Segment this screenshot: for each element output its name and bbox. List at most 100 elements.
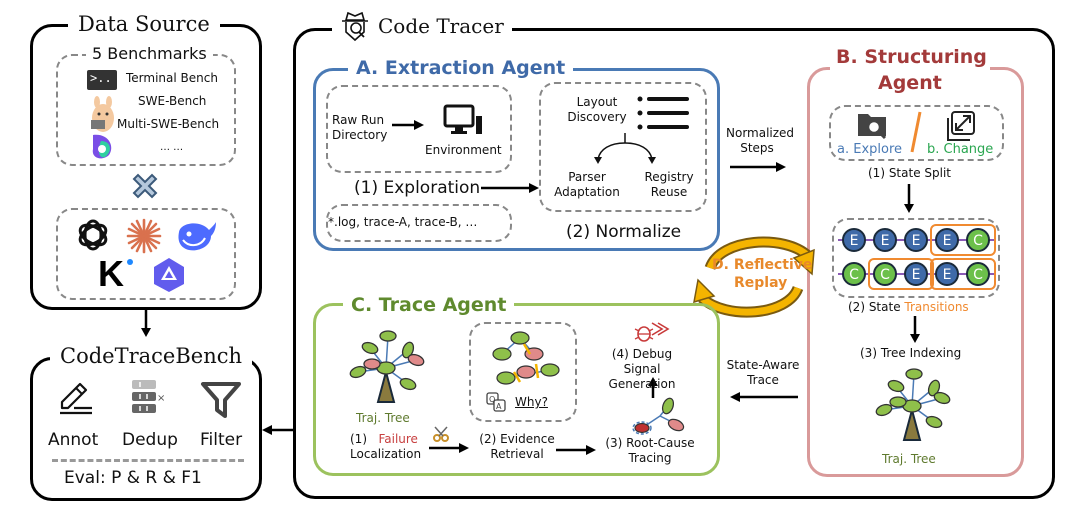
normalize-box [539, 82, 707, 212]
state-split-box [829, 105, 1004, 161]
state-transitions-prefix: (2) State [848, 300, 905, 314]
exploration-box [326, 85, 512, 173]
evidence-node [516, 365, 536, 379]
normalized-steps-label: Normalized Steps [726, 126, 795, 155]
registry-reuse: Registry Reuse [644, 170, 694, 199]
evidence-node [496, 371, 516, 385]
arrow-step3-to-step4 [648, 377, 658, 398]
trace-agent-box [313, 303, 720, 476]
code-tracer-title-bg [332, 12, 512, 42]
detective-icon [342, 11, 368, 42]
tree-node [927, 379, 941, 397]
tree-trunk [376, 368, 396, 403]
arrow-split-to-transitions [904, 184, 914, 213]
traj-tree-label-c: Traj. Tree [356, 411, 410, 425]
reflective-replay-line1: D. Reflective [712, 257, 813, 273]
structuring-agent-title-1: B. Structuring [836, 46, 987, 68]
state-transitions-label: (2) State Transitions [848, 300, 969, 315]
bug-signal-icon [634, 322, 670, 342]
llama-mascot-icon [91, 96, 114, 132]
evidence-node [540, 363, 560, 377]
explore-state-node [904, 228, 928, 252]
tree-node [905, 368, 923, 380]
tree-node [361, 341, 379, 355]
scissors-icon [433, 426, 449, 442]
traj-tree-label-b: Traj. Tree [882, 452, 936, 466]
change-state-node [966, 228, 990, 252]
branch-arrows [594, 133, 656, 164]
state-split-label: (1) State Split [868, 166, 951, 180]
filter-icon [201, 382, 241, 418]
evidence-node [510, 331, 530, 345]
kimi-logo-icon: K [98, 253, 134, 294]
evidence-branches [492, 331, 560, 385]
evidence-cut-mark [522, 343, 532, 355]
why-label: Why? [515, 395, 548, 409]
codetracebench-title: CodeTraceBench [50, 344, 253, 368]
terminal-icon: >.. [87, 70, 117, 90]
reflective-replay-line2: Replay [734, 275, 788, 291]
tree-node [875, 403, 893, 417]
folder-search-icon [858, 114, 887, 140]
tree-node [401, 341, 415, 359]
code-tracer-frame [293, 28, 1055, 499]
extraction-agent-title: A. Extraction Agent [348, 57, 574, 79]
tree-indexing-label: (3) Tree Indexing [860, 346, 962, 360]
state-node-label: C [973, 233, 983, 249]
traj-tree-icon-failure [349, 330, 425, 403]
benchmarks-title: 5 Benchmarks [86, 44, 213, 63]
divider-slash [910, 111, 922, 153]
arrow-to-codetracebench [262, 425, 296, 435]
benchmark-swe-bench: SWE-Bench [138, 94, 207, 108]
benchmark-more: … … [160, 142, 184, 153]
layout-discovery: Layout Discovery [567, 95, 627, 124]
tree-node [363, 358, 381, 370]
trace-agent-title: C. Trace Agent [343, 294, 515, 316]
evidence-cut-mark [512, 371, 522, 383]
explore-state-node [935, 262, 959, 286]
raw-run-directory: Raw Run Directory [332, 113, 388, 142]
tree-trunk [902, 406, 922, 441]
step2-evidence-retrieval: (2) Evidence Retrieval [479, 432, 555, 461]
step3-root-cause-tracing: (3) Root-Cause Tracing [605, 436, 695, 465]
environment-label: Environment [425, 143, 502, 157]
arrow-normalized-steps [730, 162, 786, 172]
state-node-label: E [850, 233, 859, 249]
step1-num: (1) [350, 432, 367, 446]
tool-filter: Filter [200, 430, 243, 450]
traj-tree-icon [875, 368, 951, 441]
list-icon [637, 96, 689, 130]
tree-node [379, 330, 397, 342]
change-state-node [966, 262, 990, 286]
logs-label: *.log, trace-A, trace-B, … [328, 215, 478, 229]
svg-text:Q: Q [489, 395, 495, 404]
state-node-label: E [912, 233, 921, 249]
openai-logo-icon [78, 219, 108, 251]
arrow-step2-to-step3 [556, 445, 596, 455]
svg-text:A: A [496, 402, 502, 411]
step1-localization: (1) Failure Localization [350, 432, 421, 462]
explore-state-node [842, 228, 866, 252]
arrow-exploration-to-normalize [481, 183, 539, 193]
root-cause-nodes [632, 397, 685, 435]
benchmark-terminal-bench: Terminal Bench [126, 71, 218, 85]
evidence-cut-mark [534, 363, 540, 379]
arrow-raw-to-env [392, 120, 424, 130]
arrow-state-aware-trace [730, 392, 798, 402]
evidence-node [492, 347, 512, 361]
change-state-node [842, 262, 866, 286]
step1-rest: Localization [350, 447, 422, 461]
transition-box [930, 224, 996, 256]
data-source-title: Data Source [68, 12, 220, 36]
reflective-replay-cycle-icon [693, 236, 815, 318]
svg-text:×: × [157, 393, 165, 404]
multi-swe-logo-icon [92, 134, 112, 159]
qwen-logo-icon [154, 258, 184, 292]
pencil-icon [60, 382, 92, 415]
tool-annot: Annot [48, 430, 99, 450]
state-node-label: E [943, 267, 952, 283]
explore-label: a. Explore [837, 142, 903, 157]
tree-node [925, 415, 943, 429]
transition-box [868, 258, 934, 290]
state-node-label: C [880, 267, 890, 283]
